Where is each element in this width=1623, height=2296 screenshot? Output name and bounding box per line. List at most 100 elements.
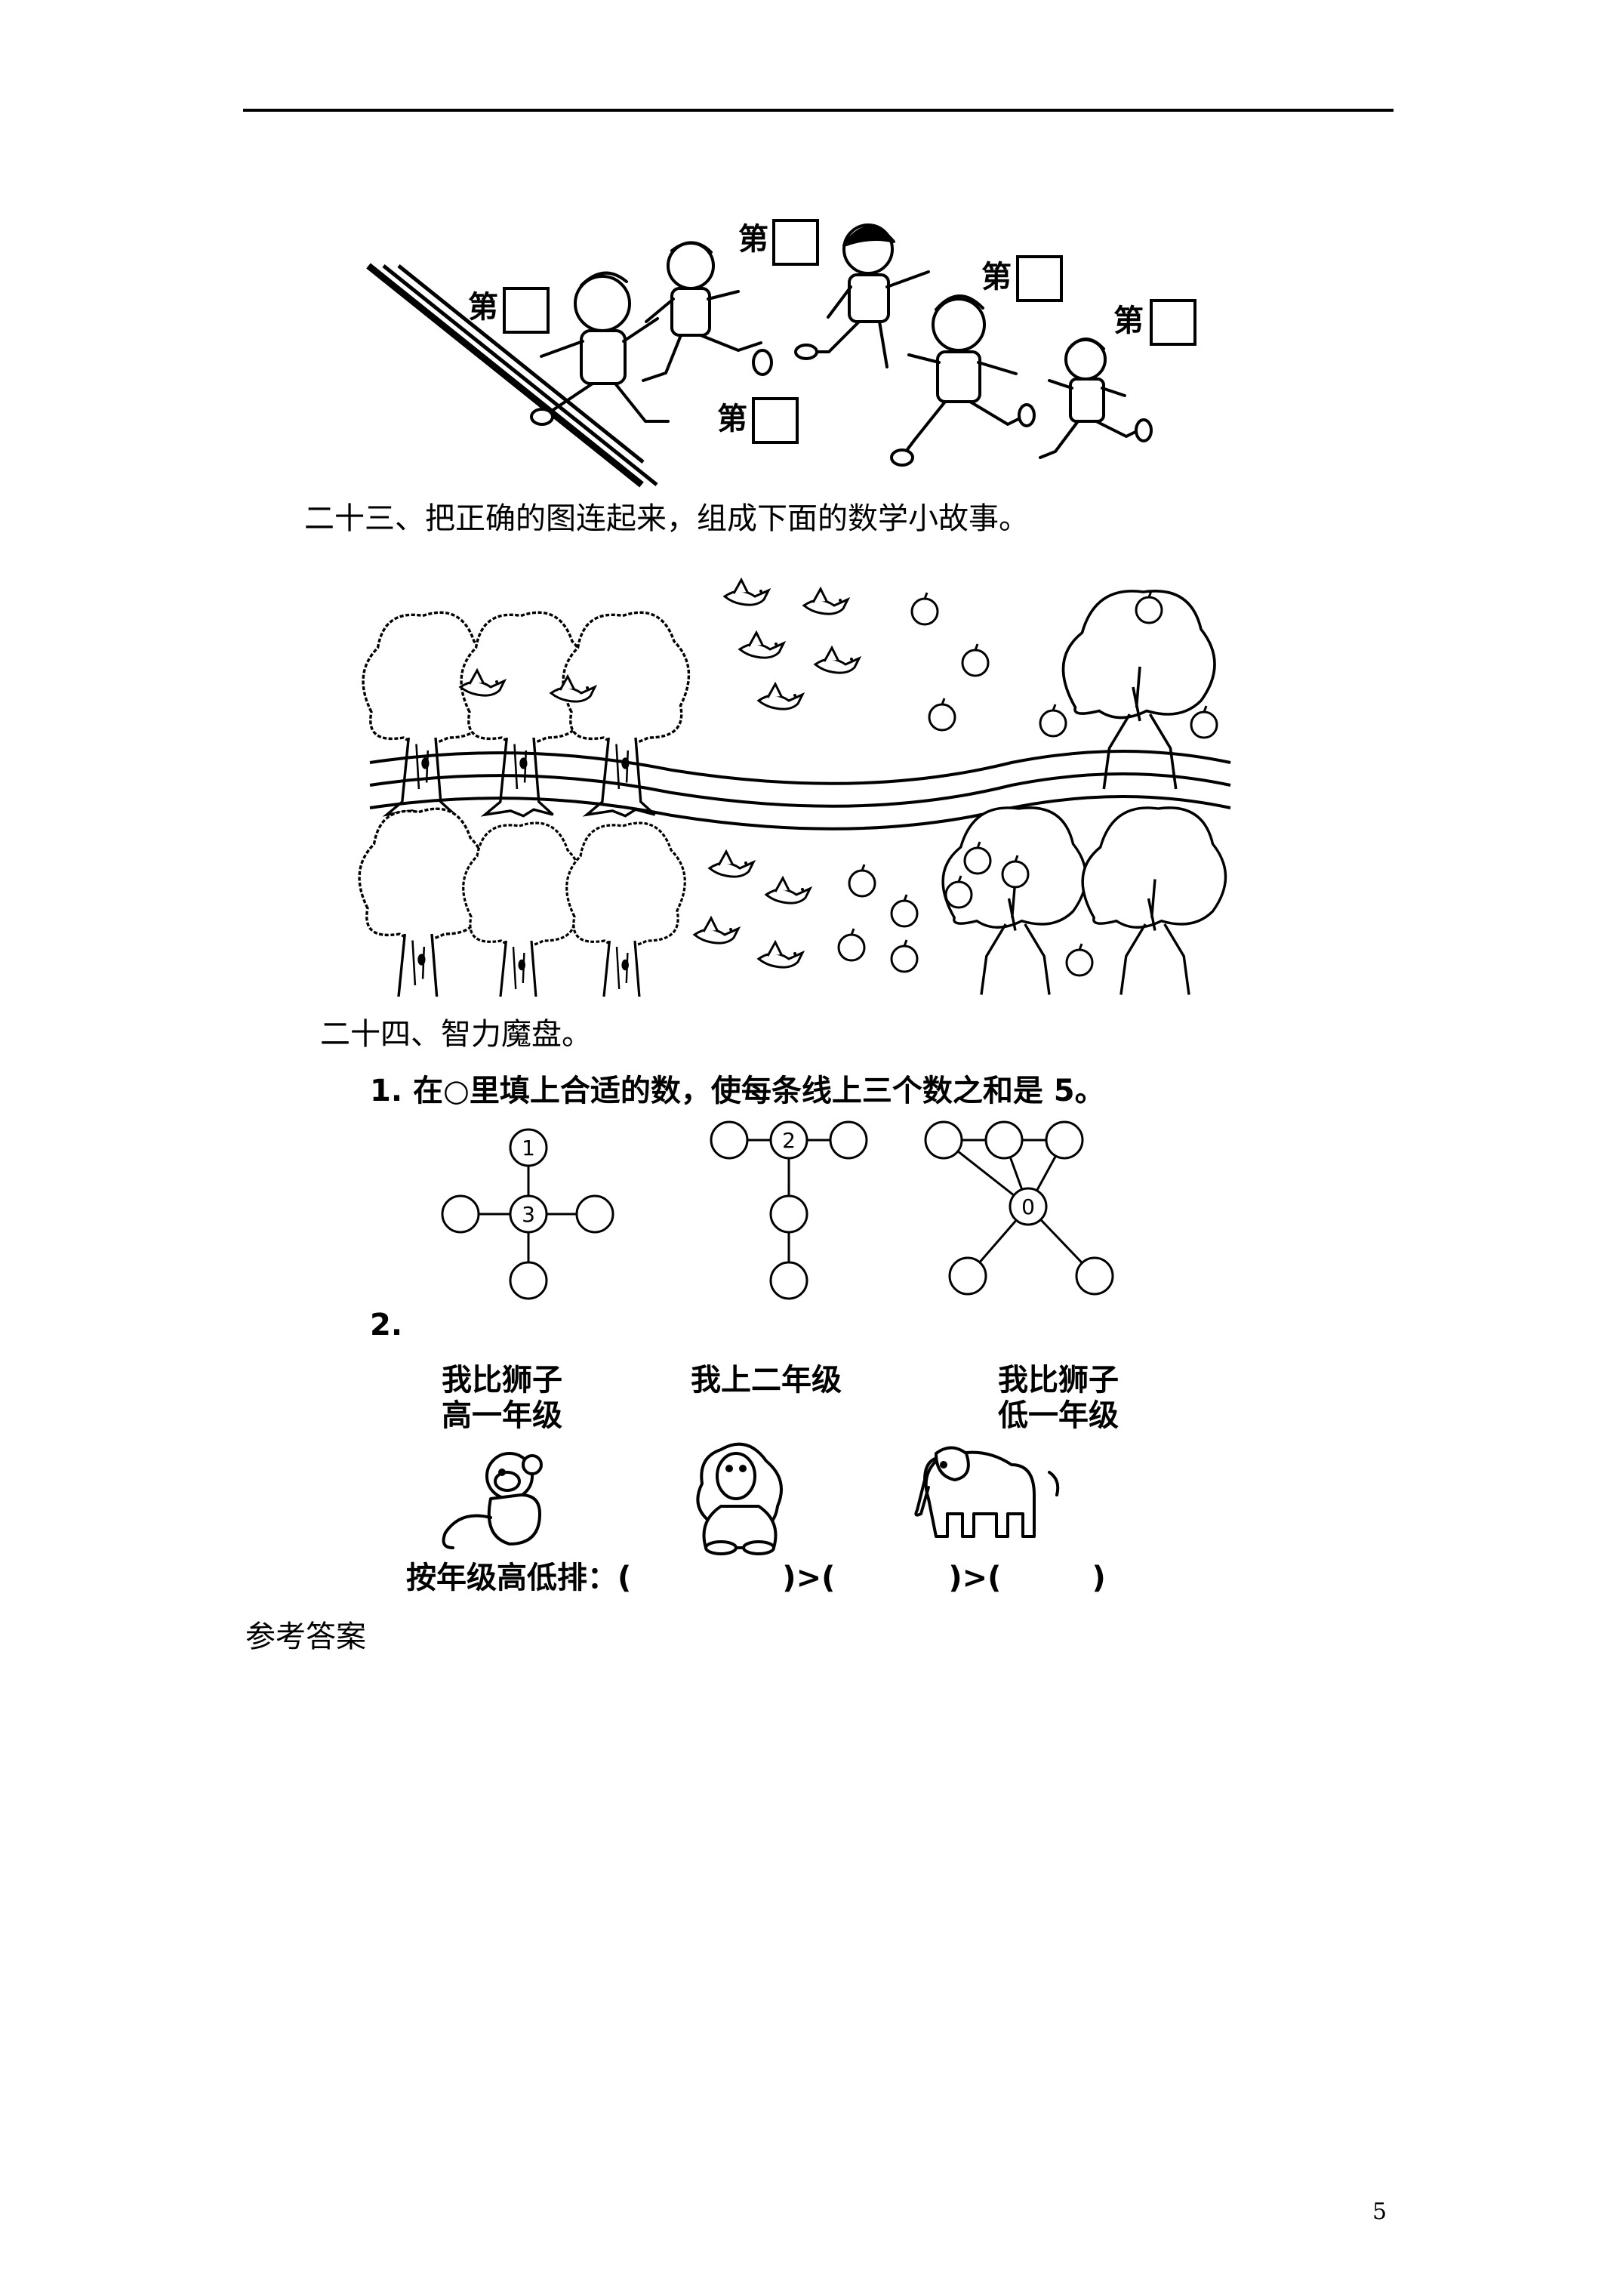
race-illustration: 第 第 第 第 第 — [366, 219, 1196, 488]
runner-icon — [794, 223, 930, 368]
disc3-bottom-right-circle[interactable] — [1075, 1256, 1114, 1296]
disc1-right-circle[interactable] — [575, 1194, 614, 1234]
bird-icon — [814, 646, 861, 674]
svg-text:第: 第 — [1113, 304, 1144, 338]
rank-box-5 — [1150, 299, 1196, 346]
tree-icon — [462, 821, 583, 997]
elephant-icon — [914, 1446, 1060, 1538]
bird-icon — [738, 631, 785, 659]
runner-icon — [890, 294, 1036, 467]
q24-heading: 二十四、智力魔盘。 — [320, 1017, 592, 1052]
apple-icon — [890, 893, 919, 928]
story-picture — [358, 578, 1231, 997]
apple-icon — [848, 863, 876, 898]
apple-icon — [1190, 704, 1218, 739]
apple-icon — [928, 697, 956, 732]
disc1-top-value: 1 — [522, 1136, 535, 1160]
apple-icon — [837, 927, 866, 962]
disc3-mid-circle[interactable] — [984, 1120, 1024, 1160]
runner-icon — [530, 271, 670, 426]
apple-icon — [890, 938, 919, 973]
rank-label-2: 第 — [738, 219, 819, 266]
apple-icon — [961, 643, 990, 677]
disc2-center-value: 2 — [782, 1128, 796, 1153]
grade-order-label: 按年级高低排： — [406, 1561, 617, 1595]
rank-label-4: 第 — [981, 255, 1063, 302]
disc1-center-value: 3 — [522, 1202, 535, 1227]
disc1-left-circle[interactable] — [441, 1194, 480, 1234]
bird-icon — [757, 941, 804, 969]
rank-box-4 — [1016, 255, 1063, 302]
rank-box-2 — [772, 219, 819, 266]
monkey-speech-line1: 我比狮子 — [442, 1363, 562, 1398]
svg-text:第: 第 — [468, 290, 498, 325]
rank-box-1 — [503, 287, 550, 334]
lion-speech-line1: 我上二年级 — [691, 1363, 842, 1398]
disc2-center-circle — [769, 1120, 808, 1160]
magic-disc-2 — [710, 1120, 868, 1300]
river — [369, 750, 1231, 831]
answer-paren-open-2: ( — [821, 1561, 836, 1595]
item-number: 1. — [370, 1074, 403, 1108]
tree-icon — [565, 821, 686, 997]
disc2-right-circle[interactable] — [829, 1120, 868, 1160]
answers-heading: 参考答案 — [245, 1620, 366, 1654]
bird-icon — [757, 683, 804, 710]
disc3-center-circle — [1009, 1187, 1048, 1226]
header-rule — [243, 109, 1394, 112]
answer-paren-close-3: ) — [1092, 1561, 1106, 1595]
disc3-right-circle[interactable] — [1045, 1120, 1084, 1160]
answer-paren-open-3: ( — [987, 1561, 1002, 1595]
greater-sign-1: > — [796, 1561, 822, 1595]
monkey-speech-line2: 高一年级 — [442, 1398, 562, 1433]
magic-disc-1 — [441, 1128, 614, 1300]
lion-icon — [696, 1442, 783, 1555]
runner-icon — [1039, 337, 1153, 459]
disc2-middle-circle[interactable] — [769, 1194, 808, 1234]
animals-illustration — [442, 1442, 1060, 1555]
disc2-bottom-circle[interactable] — [769, 1261, 808, 1300]
bird-icon — [723, 578, 770, 606]
bird-icon — [708, 850, 755, 878]
disc3-bottom-left-circle[interactable] — [948, 1256, 987, 1296]
q23-heading: 二十三、把正确的图连起来，组成下面的数学小故事。 — [304, 501, 1029, 536]
rank-box-3 — [752, 397, 799, 444]
rank-label-1: 第 — [468, 287, 550, 334]
apple-icon — [910, 591, 939, 626]
tree-icon — [460, 611, 589, 818]
round-tree-icon — [1081, 806, 1227, 997]
disc3-left-circle[interactable] — [924, 1120, 963, 1160]
grade-order-row: 按年级高低排：()>()>() — [406, 1563, 1106, 1593]
bird-icon — [765, 877, 812, 905]
round-tree-icon — [1061, 589, 1216, 791]
rank-label-3: 第 — [717, 397, 799, 444]
disc1-bottom-circle[interactable] — [509, 1261, 548, 1300]
answer-paren-close-1: ) — [782, 1561, 796, 1595]
greater-sign-2: > — [962, 1561, 988, 1595]
elephant-speech-line1: 我比狮子 — [998, 1363, 1119, 1398]
elephant-speech-line2: 低一年级 — [998, 1398, 1119, 1433]
svg-text:第: 第 — [717, 402, 747, 436]
svg-text:第: 第 — [738, 222, 768, 257]
disc2-left-circle[interactable] — [710, 1120, 749, 1160]
disc1-top-circle — [509, 1128, 548, 1167]
apple-icon — [1039, 703, 1067, 738]
track-lines — [366, 263, 658, 488]
magic-disc-3 — [924, 1120, 1114, 1296]
svg-text:第: 第 — [981, 260, 1012, 294]
rank-label-5: 第 — [1113, 299, 1196, 346]
bird-icon — [693, 917, 740, 945]
magic-discs: 1 3 2 0 — [441, 1120, 1114, 1300]
answer-paren-open-1: ( — [617, 1561, 632, 1595]
disc1-center-circle — [509, 1194, 548, 1234]
q24-item1-prompt: 1. 在○里填上合适的数，使每条线上三个数之和是 5。 — [370, 1076, 1105, 1106]
runner-icon — [642, 241, 773, 382]
monkey-icon — [442, 1452, 543, 1549]
apple-icon — [1065, 942, 1094, 977]
page-number: 5 — [1372, 2199, 1387, 2225]
answer-paren-close-2: ) — [948, 1561, 962, 1595]
bird-icon — [802, 587, 849, 615]
q24-item2-number: 2. — [370, 1308, 403, 1342]
item-text: 在○里填上合适的数，使每条线上三个数之和是 5。 — [412, 1074, 1105, 1108]
disc3-center-value: 0 — [1021, 1194, 1035, 1219]
